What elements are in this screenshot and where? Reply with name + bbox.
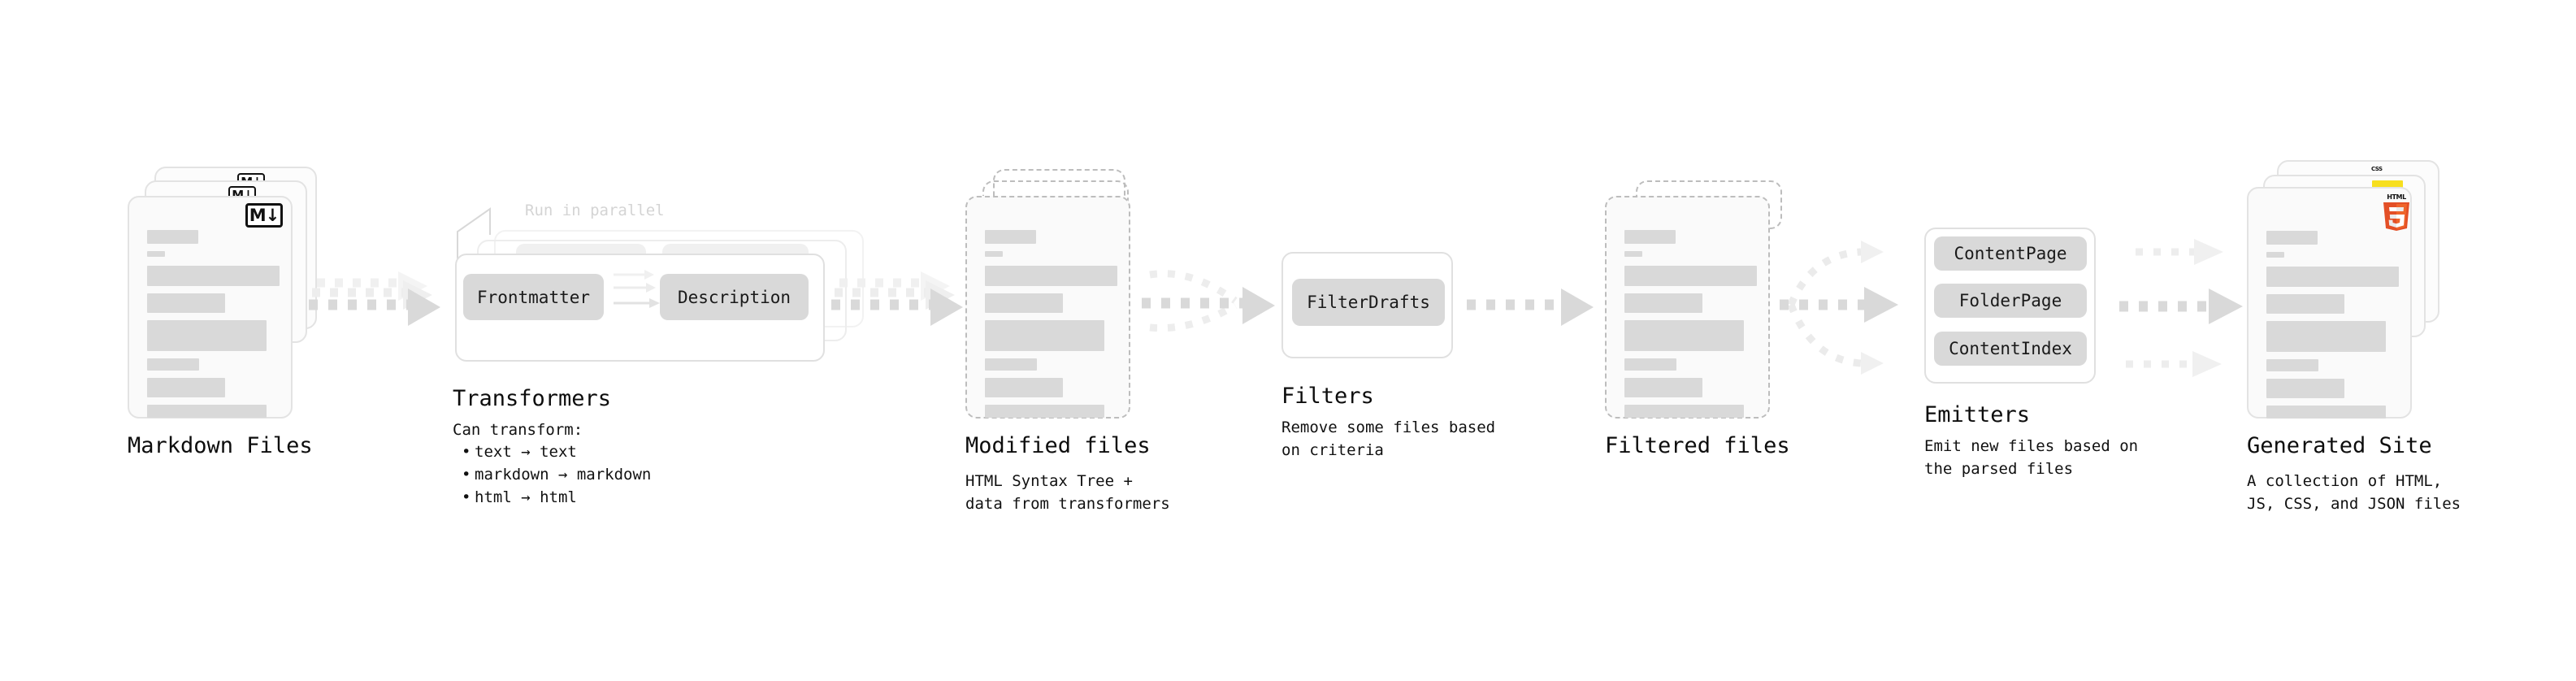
svg-text:HTML: HTML (2387, 193, 2406, 201)
emitter-pill-contentindex[interactable]: ContentIndex (1934, 332, 2087, 366)
arrow-markdown-to-transformers (309, 271, 440, 326)
emitter-pill-contentpage[interactable]: ContentPage (1934, 236, 2087, 271)
filter-pill-filterdrafts[interactable]: FilterDrafts (1292, 279, 1445, 326)
emitters-description: Emit new files based on the parsed files (1924, 437, 2139, 478)
stage-title-generated-site: Generated Site (2247, 433, 2432, 458)
modified-file-card-front (965, 196, 1130, 419)
transformers-bullet-1: markdown → markdown (462, 463, 651, 486)
transformers-bullet-list: text → text markdown → markdown html → h… (457, 440, 651, 509)
generated-site-description: A collection of HTML, JS, CSS, and JSON … (2247, 472, 2461, 513)
stage-title-markdown-files: Markdown Files (128, 433, 313, 458)
transformer-inner-arrows (614, 270, 660, 308)
run-in-parallel-bracket (457, 207, 491, 260)
css3-badge-label: CSS (2371, 166, 2383, 172)
modified-card-content-lines (985, 230, 1117, 425)
arrow-emitters-to-generated-site (2119, 239, 2243, 377)
markdown-card-content-lines (147, 230, 280, 425)
filtered-file-card-front (1605, 196, 1770, 419)
filtered-card-content-lines (1624, 230, 1757, 425)
markdown-badge-icon: M↓ (245, 203, 283, 228)
markdown-file-card-front (128, 196, 293, 419)
filters-description: Remove some files based on criteria (1281, 419, 1496, 459)
stage-title-filtered-files: Filtered files (1605, 433, 1790, 458)
arrow-filtered-files-to-emitters (1780, 241, 1898, 375)
transformer-pill-frontmatter[interactable]: Frontmatter (463, 274, 604, 320)
transformers-description: Can transform: (453, 421, 583, 439)
run-in-parallel-label: Run in parallel (525, 202, 665, 219)
transformers-bullet-2: html → html (462, 486, 651, 509)
stage-title-filters: Filters (1281, 384, 1374, 409)
generated-site-card-content-lines (2266, 221, 2399, 426)
stage-title-emitters: Emitters (1924, 402, 2031, 427)
transformers-bullet-0: text → text (462, 440, 651, 463)
transformer-pill-description[interactable]: Description (660, 274, 809, 320)
stage-title-modified-files: Modified files (965, 433, 1151, 458)
generated-site-card-front (2247, 187, 2412, 419)
stage-title-transformers: Transformers (453, 386, 612, 411)
arrow-modified-files-to-filters (1142, 270, 1275, 332)
modified-files-description: HTML Syntax Tree + data from transformer… (965, 472, 1170, 513)
arrow-transformers-to-modified-files (831, 271, 963, 326)
arrow-filters-to-filtered-files (1467, 288, 1594, 326)
emitter-pill-folderpage[interactable]: FolderPage (1934, 284, 2087, 318)
html5-badge: HTML (2383, 193, 2409, 231)
